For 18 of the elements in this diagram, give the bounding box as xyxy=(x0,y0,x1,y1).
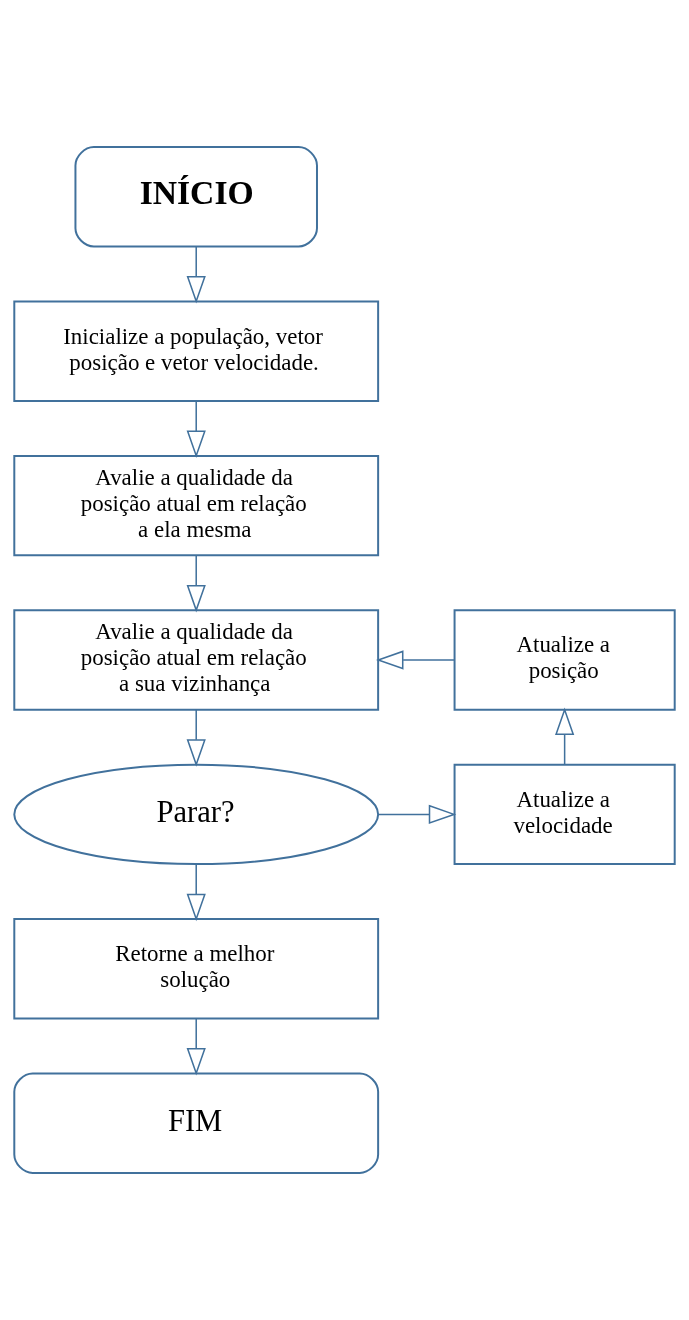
node-box: Avalie a qualidade da posição atual em relação a ela mesma xyxy=(13,454,380,557)
arrow xyxy=(186,1017,206,1076)
node-box: FIM xyxy=(13,1072,380,1174)
node-box: Inicialize a população, vetor posição e vetor velocidade. xyxy=(13,300,380,402)
node-box: Atualize a posição xyxy=(453,609,676,711)
arrow xyxy=(186,863,206,922)
arrow xyxy=(186,400,206,458)
arrow xyxy=(377,804,457,825)
node-ellipse: Parar? xyxy=(13,763,380,866)
node-box: Retorne a melhor solução xyxy=(13,918,380,1020)
arrow xyxy=(186,709,206,767)
node-box: Atualize a velocidade xyxy=(453,763,676,866)
arrow xyxy=(186,245,206,304)
arrow xyxy=(375,650,455,670)
node-box: Avalie a qualidade da posição atual em relação a sua vizinhança xyxy=(13,609,380,711)
arrow xyxy=(186,554,206,613)
node-box: INÍCIO xyxy=(74,146,318,248)
arrow xyxy=(555,707,575,766)
